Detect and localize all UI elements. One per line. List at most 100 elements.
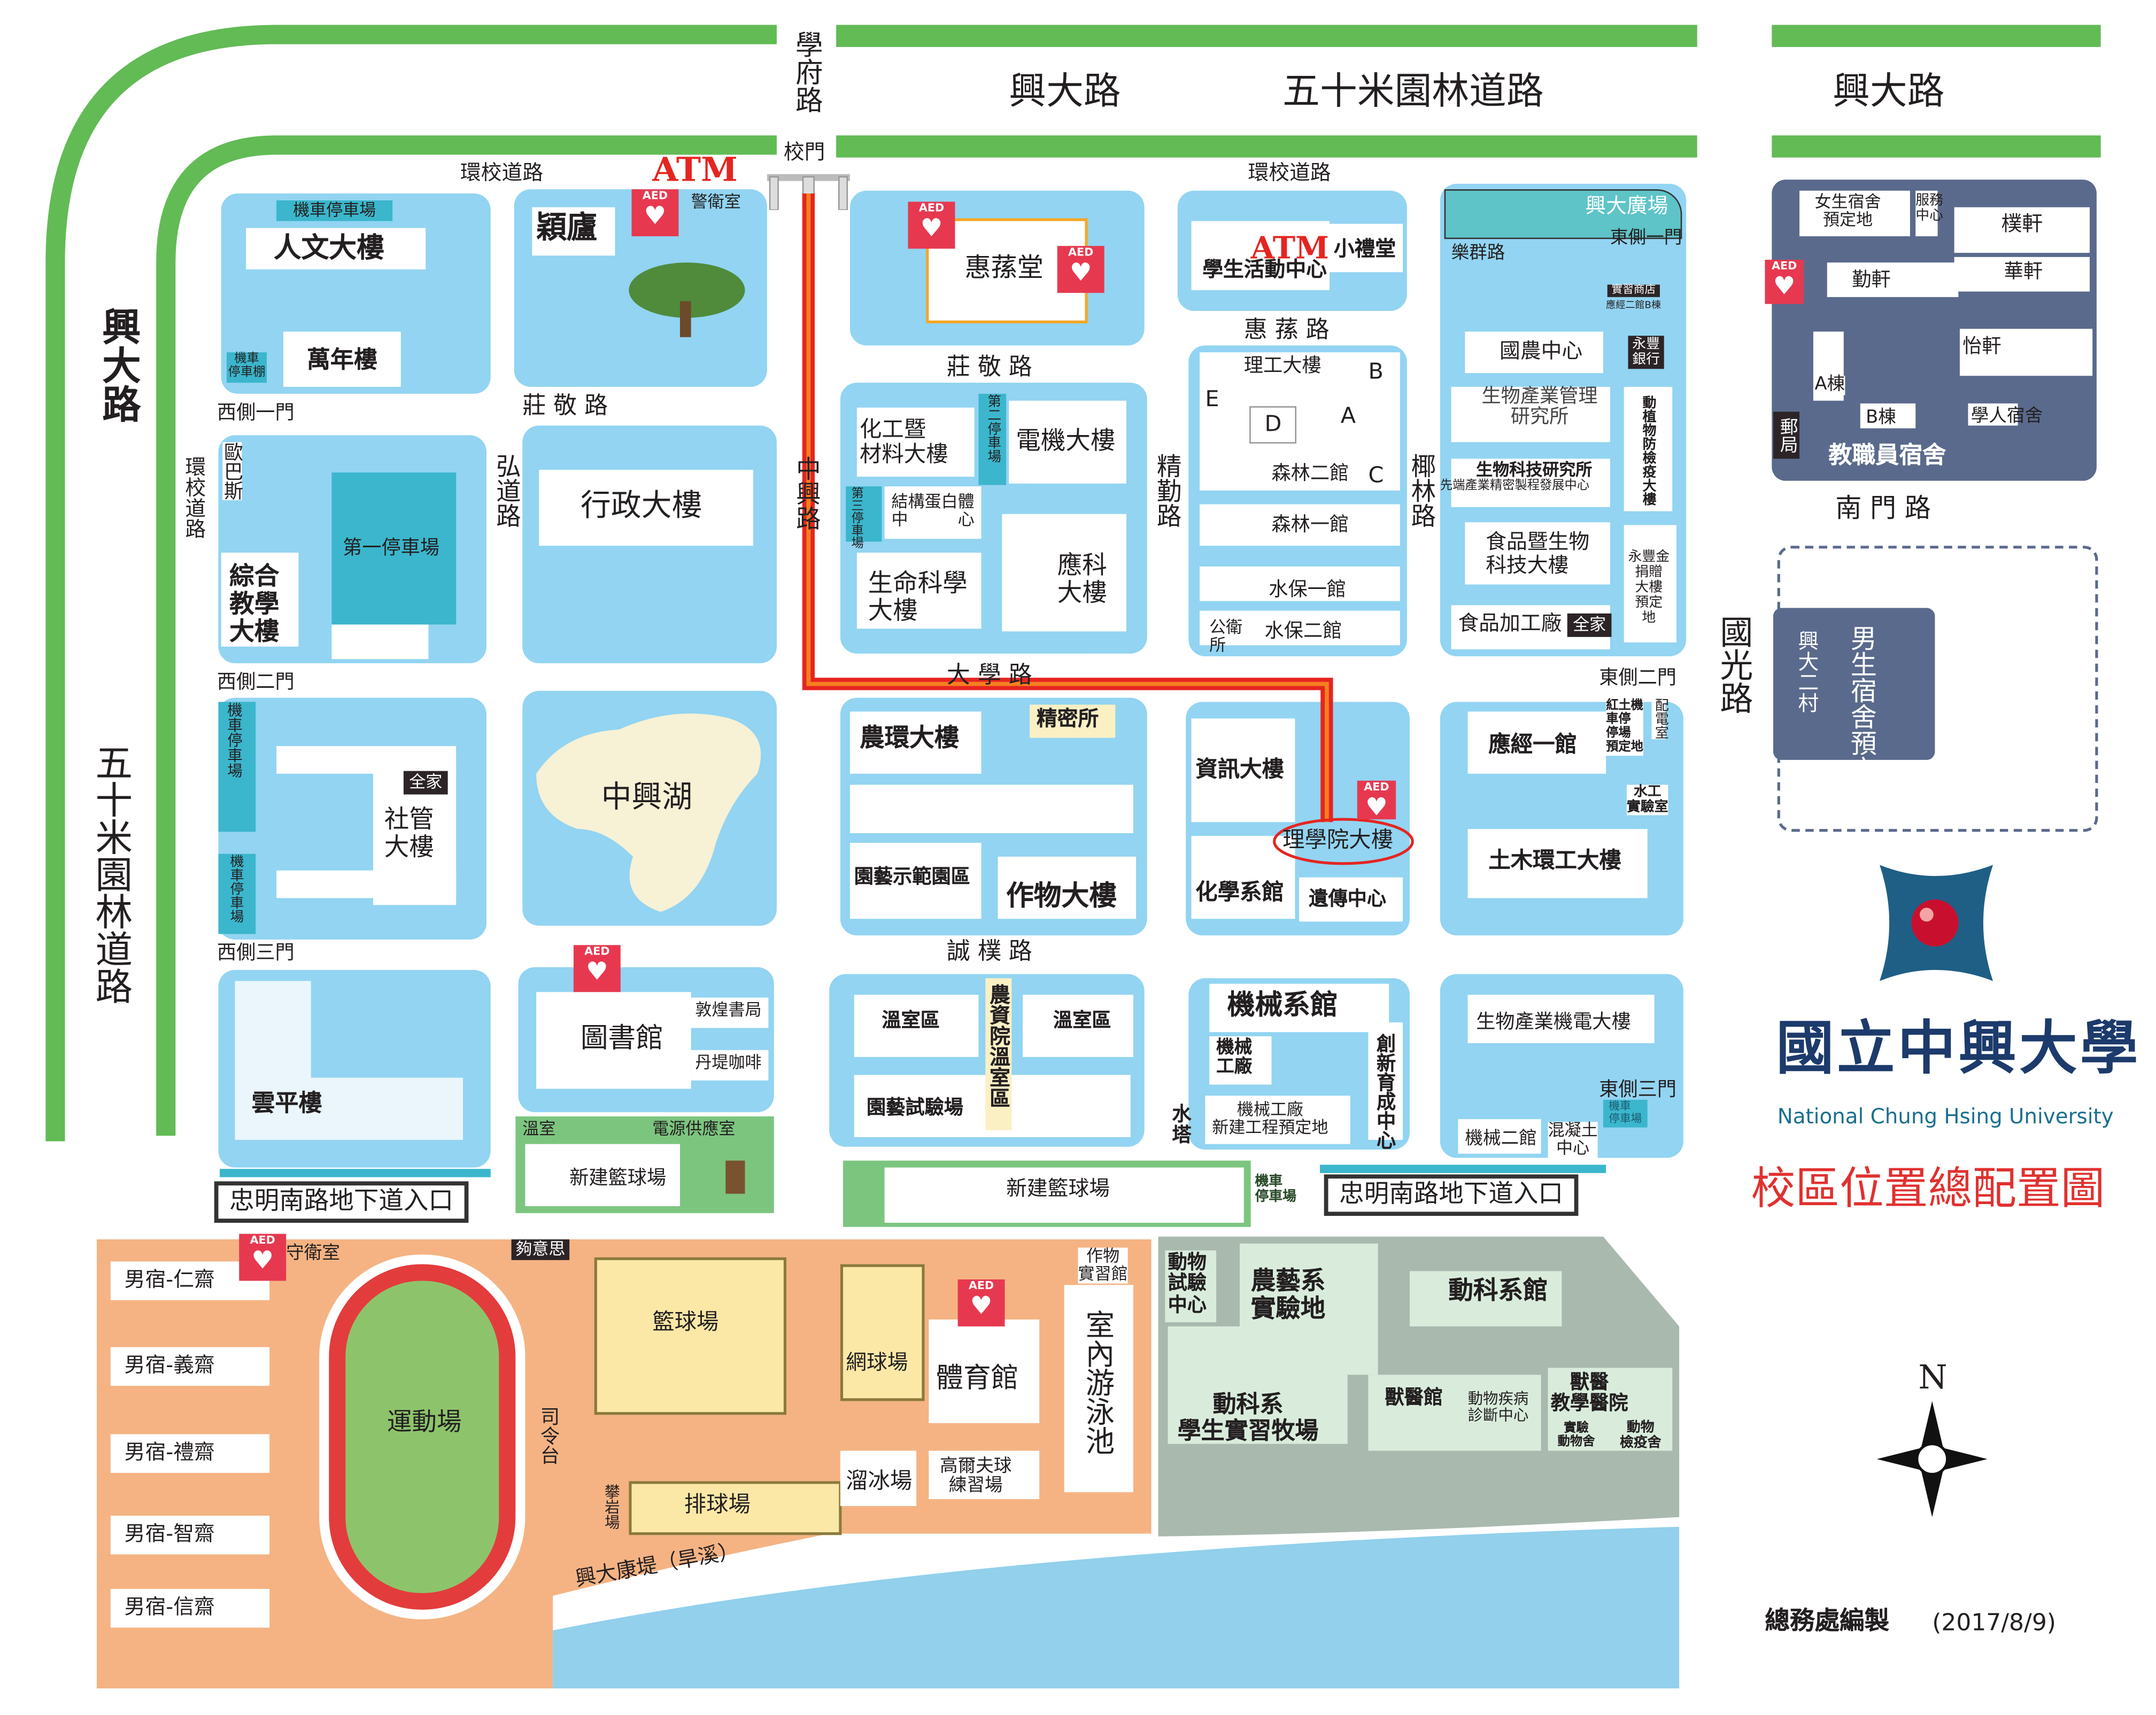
building-footprint [1368,1375,1541,1451]
building-footprint [283,331,401,387]
building-label: 實驗 動物舍 [1557,1422,1595,1449]
dorm-label: 華軒 [2004,261,2043,283]
building-footprint [110,1434,270,1473]
building-label: 園藝試驗場 [866,1097,963,1120]
building-footprint [525,1144,680,1206]
building-footprint [1326,223,1403,273]
building-footprint [691,1050,769,1081]
map-shape [985,978,1012,1130]
building-footprint [884,1167,1244,1223]
road-label: 環校道路 [182,456,207,539]
aed-icon: AED♥ [1057,246,1104,293]
building-footprint [1467,711,1606,774]
building-label: 土木環工大樓 [1488,847,1621,873]
area-label: 興大二村 [1795,630,1820,713]
building-label: 應經二館B棟 [1606,300,1662,311]
building-label: 作物大樓 [1006,879,1117,912]
building-footprint [1451,386,1610,443]
road-bar [1772,25,2101,47]
building-label: C [1368,461,1384,488]
road-bar [836,25,1697,47]
building-label: 機械 工廠 [1216,1037,1253,1078]
road-label: 莊 敬 路 [946,353,1032,382]
dorm-label: A棟 [1814,374,1845,396]
plaza-label: 興大廣場 [1585,193,1668,219]
road-label: 中興路 [792,456,821,531]
building-footprint [1458,1119,1541,1154]
building-footprint [856,553,982,629]
area-label: 教職員宿舍 [1828,442,1946,470]
building-footprint [1624,525,1676,643]
road-label: 大 學 路 [946,662,1032,690]
building-label: 電機大樓 [1016,426,1116,456]
dorm-label: 男宿-信齋 [124,1594,215,1619]
store-label: 夠意思 [511,1239,570,1261]
building-footprint [110,1589,270,1628]
building-footprint [331,624,429,659]
court-label: 排球場 [684,1491,751,1517]
road-bar [836,135,1697,158]
aed-icon: AED♥ [239,1233,287,1281]
building-footprint [1200,504,1400,546]
building-footprint [1191,718,1295,822]
parking-label: 第一停車場 [343,537,440,560]
dorm-label: 女生宿舍 預定地 [1814,192,1881,230]
tree-icon [629,262,745,337]
dorm-label: 男宿-智齋 [124,1521,215,1546]
building-label: 溫室區 [882,1010,940,1033]
gate-label: 西側一門 [217,402,295,424]
building-label: 創新育成中心 [1373,1033,1396,1150]
building-footprint [854,995,979,1057]
aed-icon: AED♥ [908,201,955,249]
building-footprint [1451,459,1610,507]
building-footprint [1165,1250,1217,1323]
building-label: 溫室 [522,1119,556,1139]
building-label: 惠蓀堂 [964,253,1044,283]
building-label: 紅土機 車停 停場 預定地 [1606,699,1643,756]
building-footprint [1467,829,1648,898]
map-shape [235,1077,463,1140]
building-footprint [929,1450,1040,1500]
building-footprint [110,1347,270,1386]
river [553,1526,1680,1689]
road-label: 精勤路 [1153,453,1182,528]
building-footprint [1968,403,2018,426]
building-footprint [1954,257,2090,292]
dorm-label: 服務 中心 [1915,193,1943,224]
parking-label: 機車停車場 [276,200,393,222]
building-label: 小禮堂 [1333,236,1396,261]
post-office-label: 郵局 [1773,412,1800,459]
building-footprint [1209,1036,1272,1085]
building-label: 公衛 所 [1209,617,1243,655]
building-label: 溫室區 [1053,1010,1111,1033]
building-footprint [1200,352,1400,491]
building-label: 獸醫館 [1385,1387,1443,1410]
underpass-bar [1319,1165,1606,1173]
road-label: 五十米園林道路 [1282,70,1544,113]
building-label: 農資院溫室區 [986,983,1012,1108]
running-track [319,1254,526,1619]
building-footprint [1467,995,1655,1043]
parking-label: 機車 停車場 [1603,1099,1648,1127]
road-label: 興大路 [96,306,143,423]
store-label: 全家 [403,771,448,795]
road-label: 環校道路 [1248,160,1331,185]
building-footprint [1200,610,1400,646]
building-footprint [1209,983,1389,1033]
building-label: 食品暨生物 科技大樓 [1486,529,1590,577]
stadium-label: 運動場 [387,1408,462,1437]
road-label: 惠 蓀 路 [1243,316,1330,344]
tennis-court [840,1264,925,1401]
court-label: 網球場 [846,1349,908,1375]
building-label: 敦煌書局 [695,1000,762,1020]
road-label: 五十米園林道路 [88,743,132,1005]
building-footprint [1009,400,1127,484]
bank-label: 永豐 銀行 [1628,336,1664,369]
store-label: 實習商店 [1607,284,1660,297]
building-label: 作物 實習館 [1078,1246,1128,1284]
underpass-bar [220,1169,491,1177]
building-label: 守衛室 [286,1243,341,1264]
building-label: 應經一館 [1488,731,1577,757]
building-label: 化學系館 [1195,879,1284,905]
parking-label: 機車停車場 [218,702,256,832]
